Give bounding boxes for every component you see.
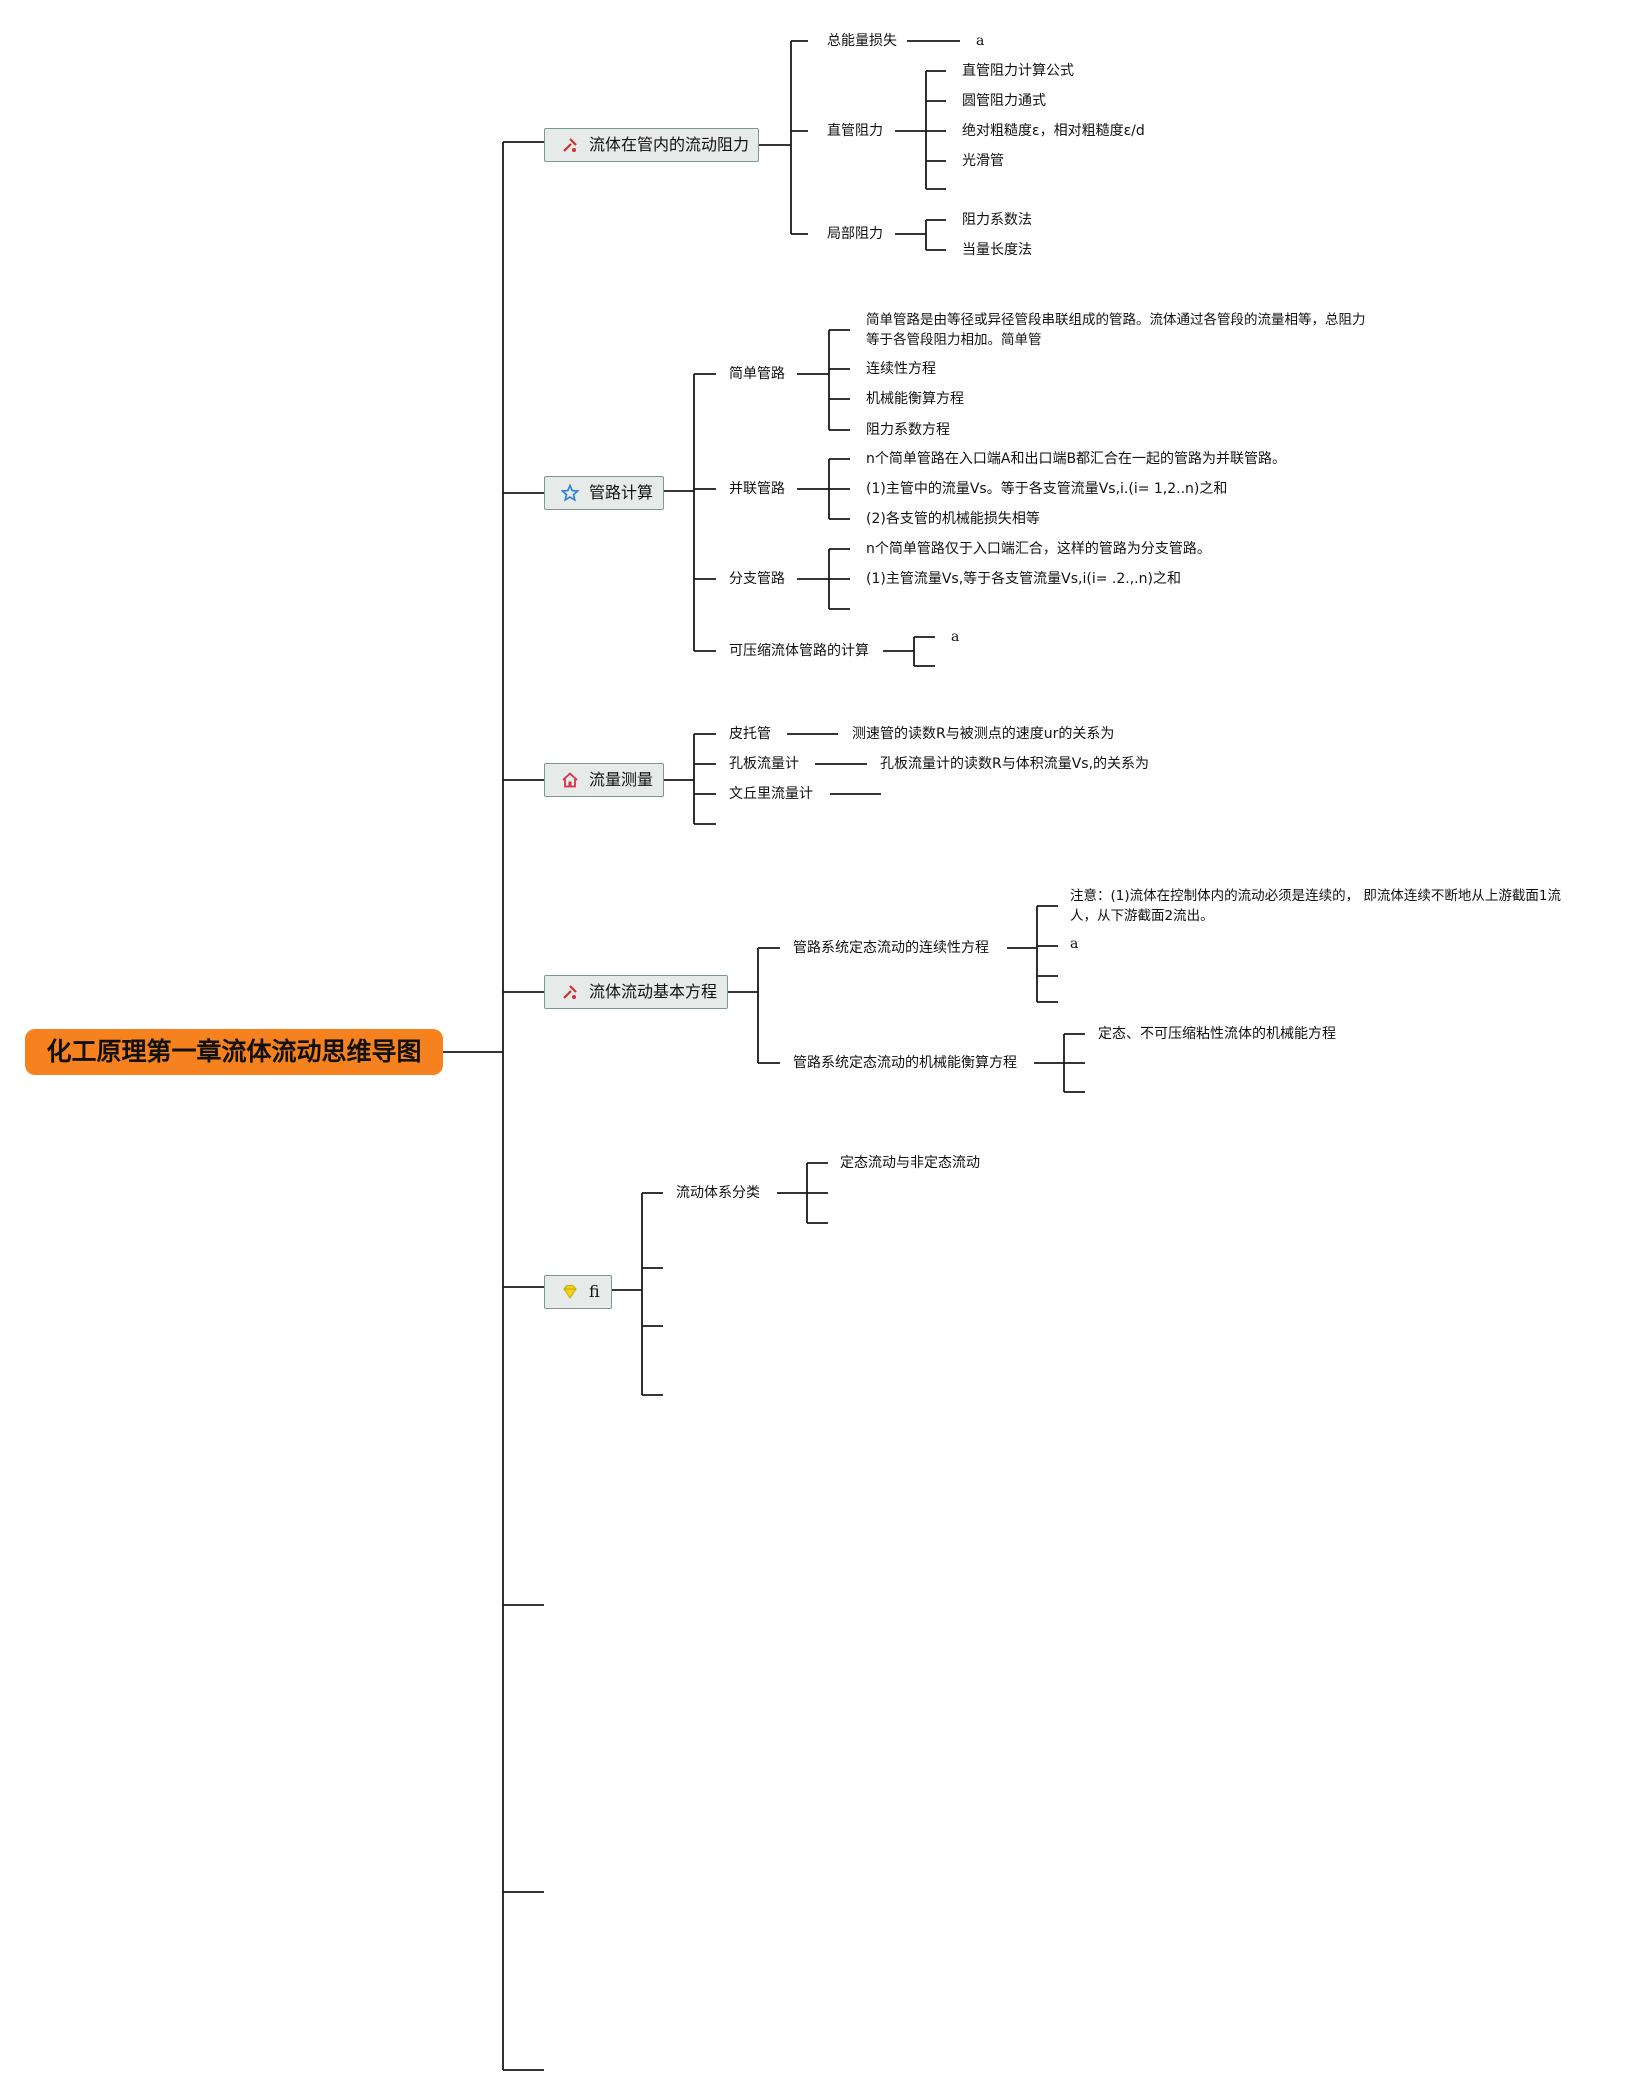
branch-flow-resistance[interactable]: 流体在管内的流动阻力 [544,128,759,162]
leaf-node[interactable]: 阻力系数方程 [866,422,950,438]
branch-fi[interactable]: fi [544,1275,612,1309]
leaf-node[interactable]: (2)各支管的机械能损失相等 [866,511,1040,527]
node-branch-pipeline[interactable]: 分支管路 [729,571,785,587]
node-compressible-pipeline[interactable]: 可压缩流体管路的计算 [729,643,869,659]
node-local-resistance[interactable]: 局部阻力 [827,226,883,242]
leaf-node[interactable]: 绝对粗糙度ε，相对粗糙度ε/d [962,123,1145,139]
branch-pipeline-calculation[interactable]: 管路计算 [544,476,664,510]
leaf-node[interactable]: 注意：(1)流体在控制体内的流动必须是连续的， 即流体连续不断地从上游截面1流人… [1070,888,1562,924]
star-icon [561,484,579,502]
tools-icon [563,138,577,152]
branch-label: 流量测量 [589,770,654,789]
leaf-node[interactable]: 简单管路是由等径或异径管段串联组成的管路。流体通过各管段的流量相等，总阻力等于各… [866,312,1366,348]
leaf-node[interactable]: a [951,629,960,645]
leaf-node[interactable]: a [976,33,985,49]
node-continuity-equation[interactable]: 管路系统定态流动的连续性方程 [793,940,989,956]
node-mechanical-energy-equation[interactable]: 管路系统定态流动的机械能衡算方程 [793,1055,1017,1071]
leaf-node[interactable]: 机械能衡算方程 [866,391,964,407]
root-topic[interactable]: 化工原理第一章流体流动思维导图 [25,1029,443,1075]
branch-basic-equations[interactable]: 流体流动基本方程 [544,975,728,1009]
leaf-node[interactable]: (1)主管流量Vs,等于各支管流量Vs,i(i= .2.,.n)之和 [866,571,1181,587]
leaf-node[interactable]: 直管阻力计算公式 [962,63,1074,79]
branch-flow-measurement[interactable]: 流量测量 [544,763,664,797]
leaf-node[interactable]: 光滑管 [962,153,1004,169]
branch-label: fi [589,1282,600,1301]
node-flow-system-classification[interactable]: 流动体系分类 [676,1185,760,1201]
branch-label: 流体流动基本方程 [589,982,718,1001]
tools-icon [563,985,577,999]
leaf-node[interactable]: 当量长度法 [962,242,1032,258]
node-straight-pipe-resistance[interactable]: 直管阻力 [827,123,883,139]
leaf-node[interactable]: 圆管阻力通式 [962,93,1046,109]
leaf-node[interactable]: n个简单管路在入口端A和出口端B都汇合在一起的管路为并联管路。 [866,451,1287,467]
leaf-node[interactable]: 定态、不可压缩粘性流体的机械能方程 [1098,1026,1336,1042]
node-pitot-tube[interactable]: 皮托管 [729,726,771,742]
node-venturi-meter[interactable]: 文丘里流量计 [729,786,813,802]
diamond-icon [563,1285,577,1299]
leaf-node[interactable]: 阻力系数法 [962,212,1032,228]
home-icon [562,772,578,788]
leaf-node[interactable]: 连续性方程 [866,361,936,377]
branch-label: 流体在管内的流动阻力 [589,135,750,154]
leaf-node[interactable]: a [1070,936,1079,952]
node-parallel-pipeline[interactable]: 并联管路 [729,481,785,497]
leaf-node[interactable]: 测速管的读数R与被测点的速度ur的关系为 [852,726,1115,742]
node-simple-pipeline[interactable]: 简单管路 [729,366,785,382]
leaf-node[interactable]: n个简单管路仅于入口端汇合，这样的管路为分支管路。 [866,541,1211,557]
branch-label: 管路计算 [589,483,654,502]
node-orifice-meter[interactable]: 孔板流量计 [729,756,799,772]
leaf-node[interactable]: 孔板流量计的读数R与体积流量Vs,的关系为 [880,756,1150,772]
leaf-node[interactable]: 定态流动与非定态流动 [840,1155,980,1171]
leaf-node[interactable]: (1)主管中的流量Vs。等于各支管流量Vs,i.(i= 1,2..n)之和 [866,481,1228,497]
node-total-energy-loss[interactable]: 总能量损失 [827,33,897,49]
